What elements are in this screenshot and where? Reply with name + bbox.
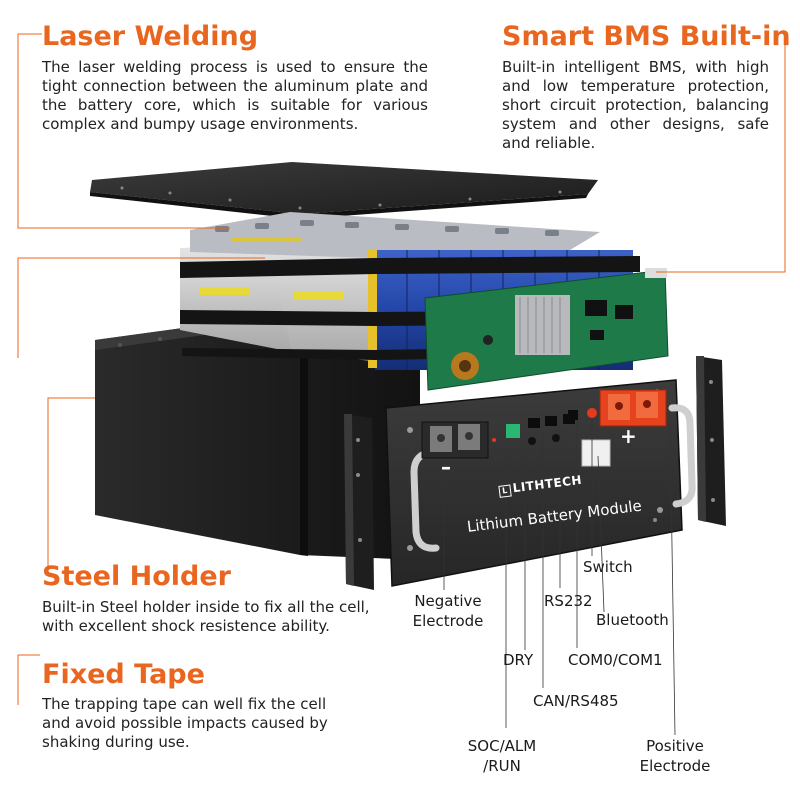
positive-electrode-label: Positive Electrode bbox=[639, 737, 711, 775]
laser-welding-title: Laser Welding bbox=[42, 21, 259, 52]
smart-bms-title: Smart BMS Built-in bbox=[502, 21, 791, 52]
can-rs485-label: CAN/RS485 bbox=[533, 692, 619, 710]
steel-holder-description: Built-in Steel holder inside to fix all … bbox=[42, 598, 370, 635]
dry-label: DRY bbox=[503, 651, 534, 669]
soc-alm-run-label: SOC/ALM /RUN bbox=[467, 737, 537, 775]
laser-welding-description: The laser welding process is used to ens… bbox=[42, 58, 428, 133]
negative-electrode-label: Negative Electrode bbox=[412, 592, 484, 630]
negative-sign: – bbox=[441, 455, 451, 479]
positive-terminal bbox=[599, 389, 667, 427]
front-panel bbox=[385, 379, 696, 587]
negative-terminal bbox=[421, 421, 489, 459]
port-callout-lines bbox=[443, 419, 676, 736]
bluetooth-label: Bluetooth bbox=[596, 611, 669, 629]
right-handle bbox=[668, 404, 696, 508]
side-mounting-brackets bbox=[344, 356, 726, 590]
positive-sign: + bbox=[620, 424, 637, 448]
fixed-tape-description: The trapping tape can well fix the cell … bbox=[42, 695, 328, 751]
leader-lines bbox=[17, 33, 786, 705]
steel-holder-title: Steel Holder bbox=[42, 561, 231, 592]
switch-label: Switch bbox=[583, 558, 633, 576]
rs232-label: RS232 bbox=[544, 592, 593, 610]
communication-ports bbox=[492, 408, 611, 467]
top-cover-lid bbox=[90, 162, 598, 219]
com-label: COM0/COM1 bbox=[568, 651, 663, 669]
smart-bms-description: Built-in intelligent BMS, with high and … bbox=[502, 58, 769, 152]
brand-mark-icon: L bbox=[498, 484, 512, 498]
bms-circuit-board bbox=[424, 268, 669, 391]
fixed-tape-title: Fixed Tape bbox=[42, 659, 205, 690]
